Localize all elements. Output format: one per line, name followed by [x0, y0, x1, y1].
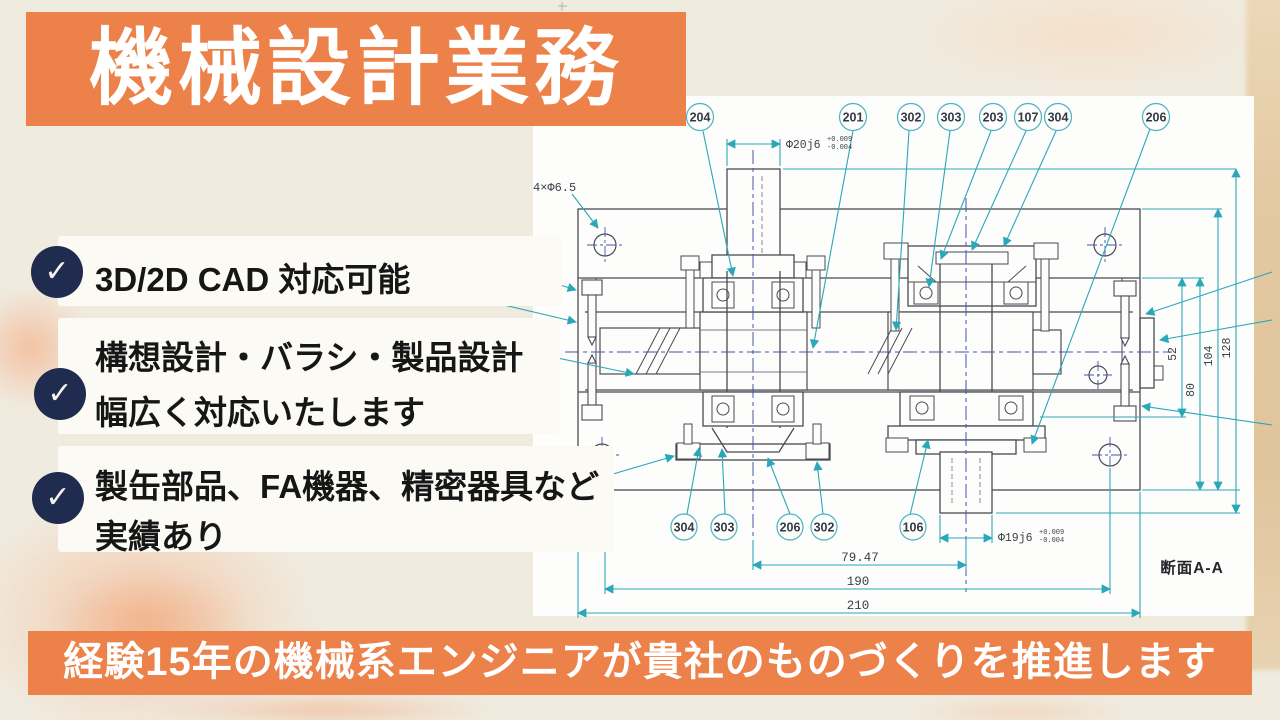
checklist-item-card	[58, 318, 560, 434]
dim-shaft-bottom-tol-minus: -0.004	[1039, 537, 1064, 545]
dim-height-80: 80	[1185, 383, 1198, 397]
balloon-label: 204	[690, 111, 711, 125]
balloon-label: 106	[903, 521, 924, 535]
balloon-label: 303	[714, 521, 735, 535]
checklist-item-text: 幅広く対応いたします	[95, 394, 425, 431]
checklist-item-text: 3D/2D CAD 対応可能	[95, 261, 411, 298]
page-title: 機械設計業務	[88, 21, 623, 115]
footer-message: 経験15年の機械系エンジニアが貴社のものづくりを推進します	[63, 640, 1217, 684]
dim-height-128: 128	[1221, 338, 1234, 359]
paper-mark	[558, 2, 567, 11]
hole-note: 4×Φ6.5	[533, 181, 576, 195]
dim-shaft-top-tol-minus: -0.004	[827, 144, 852, 152]
wall-bolts	[581, 279, 1137, 422]
balloon-label: 304	[674, 521, 695, 535]
checklist-item-card	[58, 236, 562, 306]
dim-height-104: 104	[1203, 346, 1216, 367]
dim-center-distance: 79.47	[841, 551, 879, 565]
checklist-item-text: 実績あり	[95, 518, 227, 555]
checklist-item-text: 構想設計・バラシ・製品設計	[95, 339, 524, 376]
balloon-label: 107	[1018, 111, 1039, 125]
footer-banner: 経験15年の機械系エンジニアが貴社のものづくりを推進します	[28, 631, 1252, 695]
check-icon: ✓	[31, 246, 83, 298]
dim-shaft-bottom-tol-plus: +0.009	[1039, 529, 1064, 537]
dimension-texts: Φ20j6 +0.009 -0.004 Φ19j6 +0.009 -0.004 …	[533, 136, 1234, 613]
check-icon: ✓	[32, 472, 84, 524]
gearbox-housing	[577, 208, 1164, 491]
balloon-label: 203	[983, 111, 1004, 125]
balloon-label: 206	[1146, 111, 1167, 125]
checklist-item-text: 製缶部品、FA機器、精密器具など	[95, 468, 600, 505]
dim-shaft-top-tol-plus: +0.009	[827, 136, 852, 144]
balloon-label: 201	[843, 111, 864, 125]
balloon-label: 302	[814, 521, 835, 535]
balloon-label: 206	[780, 521, 801, 535]
balloon-label: 303	[941, 111, 962, 125]
part-balloons-bottom: 304 303 206 302 106	[670, 513, 927, 541]
balloon-label: 302	[901, 111, 922, 125]
dim-hole-pitch: 190	[847, 575, 870, 589]
dim-overall-width: 210	[847, 599, 870, 613]
balloon-label: 304	[1048, 111, 1069, 125]
dim-shaft-top: Φ20j6	[786, 139, 821, 152]
dim-height-52: 52	[1167, 347, 1180, 361]
section-label: 断面A-A	[1160, 558, 1224, 577]
gear-train	[599, 311, 1062, 391]
centerlines	[565, 150, 1172, 592]
part-balloons-top: 204 201 302 303 203 107 304 206	[685, 102, 1171, 132]
dim-shaft-bottom: Φ19j6	[998, 532, 1033, 545]
check-icon: ✓	[34, 368, 86, 420]
title-banner: 機械設計業務	[26, 12, 686, 126]
